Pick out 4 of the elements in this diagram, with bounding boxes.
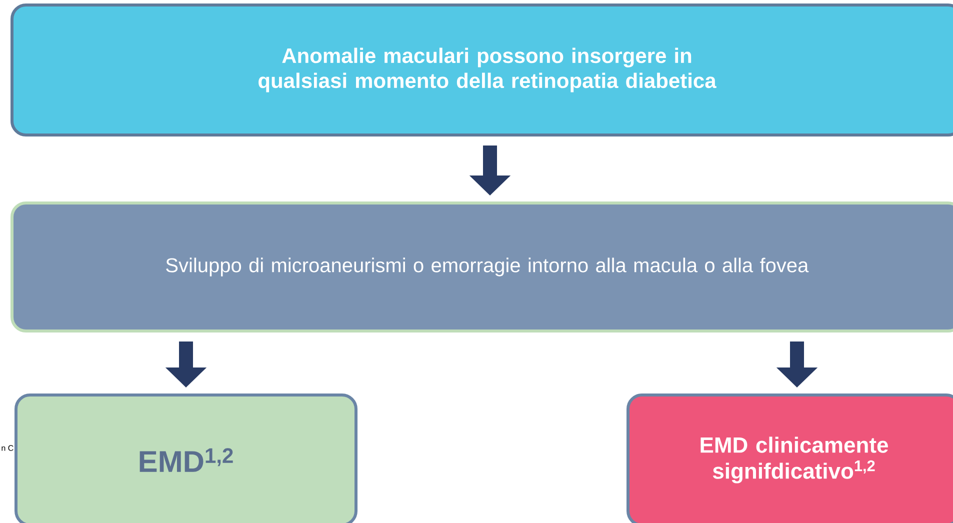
- flow-box: Anomalie maculari possono insorgere in qualsiasi momento della retinopatia diabetica: [10, 4, 953, 136]
- flow-box: Sviluppo di microaneurismi o emorragie intorno alla macula o alla fovea: [10, 202, 953, 332]
- flow-box: EMD$^{1,2}$: [14, 394, 358, 523]
- flow-box: EMD clinicamente signifdicativo$^{1,2}$: [626, 394, 953, 523]
